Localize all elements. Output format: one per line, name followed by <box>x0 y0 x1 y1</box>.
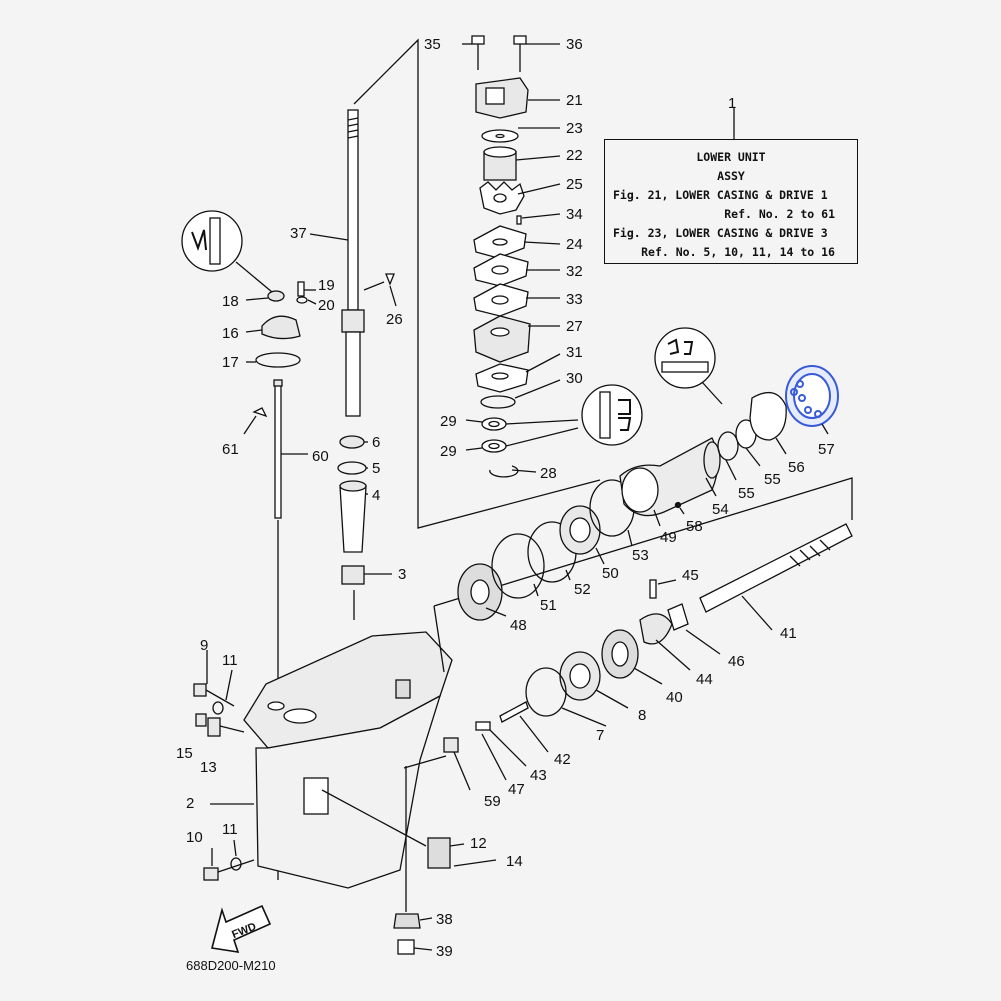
title-box-line2: ASSY <box>717 169 745 183</box>
callout-34: 34 <box>566 206 583 223</box>
callout-28: 28 <box>540 465 557 482</box>
callout-numbers: 35 36 21 23 22 25 34 24 32 33 27 31 30 2… <box>176 36 835 960</box>
lubricant-symbol-left <box>181 210 273 293</box>
callout-33: 33 <box>566 291 583 308</box>
callout-1: 1 <box>728 95 736 112</box>
callout-46: 46 <box>728 653 745 670</box>
callout-8: 8 <box>638 707 646 724</box>
callout-42: 42 <box>554 751 571 768</box>
drive-shaft <box>309 109 365 417</box>
callout-29-upper: 29 <box>440 413 457 430</box>
callout-58: 58 <box>686 518 703 535</box>
callout-26: 26 <box>386 311 403 328</box>
callout-7: 7 <box>596 727 604 744</box>
callout-6: 6 <box>372 434 380 451</box>
callout-11-lower: 11 <box>222 821 238 838</box>
bearing-housing <box>619 391 787 527</box>
callout-54: 54 <box>712 501 729 518</box>
callout-59: 59 <box>484 793 501 810</box>
callout-53: 53 <box>632 547 649 564</box>
water-pump-stack <box>462 35 579 478</box>
title-box-line6: Ref. No. 5, 10, 11, 14 to 16 <box>641 245 835 259</box>
callout-43: 43 <box>530 767 547 784</box>
callout-52: 52 <box>574 581 591 598</box>
leader-57 <box>821 423 829 435</box>
callout-20: 20 <box>318 297 335 314</box>
anode-and-pinion <box>321 755 497 955</box>
callout-35: 35 <box>424 36 441 53</box>
callout-55-left: 55 <box>738 485 755 502</box>
callout-17: 17 <box>222 354 239 371</box>
callout-44: 44 <box>696 671 713 688</box>
forward-gear <box>457 479 635 621</box>
callout-50: 50 <box>602 565 619 582</box>
callout-12: 12 <box>470 835 487 852</box>
callout-41: 41 <box>780 625 797 642</box>
callout-49: 49 <box>660 529 677 546</box>
callout-13: 13 <box>200 759 217 776</box>
callout-61: 61 <box>222 441 239 458</box>
callout-40: 40 <box>666 689 683 706</box>
title-box-line5: Fig. 23, LOWER CASING & DRIVE 3 <box>613 226 828 240</box>
propeller-shaft <box>699 523 853 631</box>
callout-19: 19 <box>318 277 335 294</box>
callout-15: 15 <box>176 745 193 762</box>
clutch-and-gears <box>525 579 721 727</box>
callout-11-upper: 11 <box>222 652 238 669</box>
title-box: LOWER UNIT ASSY Fig. 21, LOWER CASING & … <box>604 139 858 264</box>
callout-25: 25 <box>566 176 583 193</box>
lower-casing <box>210 631 453 889</box>
callout-31: 31 <box>566 344 583 361</box>
callout-32: 32 <box>566 263 583 280</box>
callout-16: 16 <box>222 325 239 342</box>
callout-22: 22 <box>566 147 583 164</box>
callout-45: 45 <box>682 567 699 584</box>
callout-5: 5 <box>372 460 380 477</box>
callout-38: 38 <box>436 911 453 928</box>
prop-shaft-frame <box>433 477 853 607</box>
callout-4: 4 <box>372 487 380 504</box>
fwd-arrow <box>211 904 272 953</box>
callout-57: 57 <box>818 441 835 458</box>
callout-3: 3 <box>398 566 406 583</box>
callout-14: 14 <box>506 853 523 870</box>
callout-30: 30 <box>566 370 583 387</box>
callout-2: 2 <box>186 795 194 812</box>
callout-47: 47 <box>508 781 525 798</box>
callout-21: 21 <box>566 92 583 109</box>
lubricant-symbol-mid <box>581 384 643 446</box>
shift-cover-parts <box>243 281 317 435</box>
callout-9: 9 <box>200 637 208 654</box>
clip-26 <box>385 273 395 286</box>
prop-shaft-frame-left <box>433 605 445 673</box>
drive-shaft-housing <box>337 435 392 585</box>
callout-48: 48 <box>510 617 527 634</box>
callout-27: 27 <box>566 318 583 335</box>
callout-23: 23 <box>566 120 583 137</box>
casing-fasteners <box>193 650 255 881</box>
callout-56: 56 <box>788 459 805 476</box>
callout-29-lower: 29 <box>440 443 457 460</box>
callout-51: 51 <box>540 597 557 614</box>
callout-24: 24 <box>566 236 583 253</box>
callout-37: 37 <box>290 225 307 242</box>
frame-line <box>353 38 601 529</box>
callout-55-right: 55 <box>764 471 781 488</box>
title-box-line4: Ref. No. 2 to 61 <box>724 207 835 221</box>
callout-10: 10 <box>186 829 203 846</box>
title-box-line3: Fig. 21, LOWER CASING & DRIVE 1 <box>613 188 828 202</box>
bearing-57-highlighted <box>785 365 839 427</box>
callout-18: 18 <box>222 293 239 310</box>
callout-36: 36 <box>566 36 583 53</box>
lubricant-symbol-right <box>654 327 723 405</box>
callout-60: 60 <box>312 448 329 465</box>
part-code: 688D200-M210 <box>186 958 276 973</box>
shift-plunger <box>443 701 549 791</box>
title-box-line1: LOWER UNIT <box>696 150 766 164</box>
callout-39: 39 <box>436 943 453 960</box>
